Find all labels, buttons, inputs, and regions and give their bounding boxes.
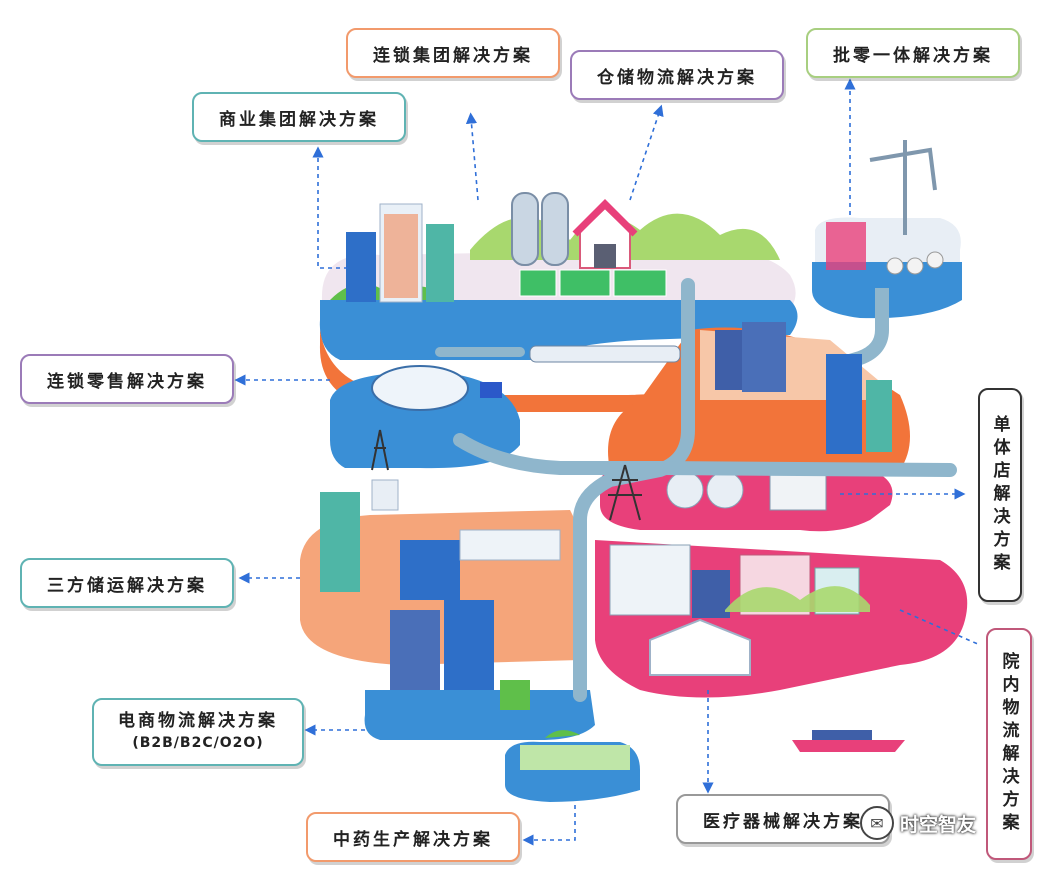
middle-platform <box>608 322 910 470</box>
label-warehouse-logistics: 仓储物流解决方案 <box>570 50 784 100</box>
ecommerce-platform <box>364 680 595 740</box>
label-tcm-production: 中药生产解决方案 <box>306 812 520 862</box>
peach-platform <box>300 479 580 700</box>
power-pylon <box>608 464 642 521</box>
train <box>529 345 681 363</box>
label-chain-group: 连锁集团解决方案 <box>346 28 560 78</box>
label-wholesale-retail: 批零一体解决方案 <box>806 28 1020 78</box>
label-medical-device: 医疗器械解决方案 <box>676 794 890 844</box>
label-third-party-storage: 三方储运解决方案 <box>20 558 234 608</box>
pink-platform <box>595 467 968 698</box>
grain-silos <box>511 192 569 266</box>
watermark: ✉ 时空智友 <box>860 806 976 840</box>
ecommerce-title: 电商物流解决方案 <box>118 711 278 732</box>
commercial-towers <box>346 203 454 303</box>
roads <box>435 278 957 702</box>
connectors <box>234 78 981 846</box>
barn <box>572 199 638 269</box>
ecommerce-subtitle: (B2B/B2C/O2O) <box>132 735 264 752</box>
label-commercial-group: 商业集团解决方案 <box>192 92 406 142</box>
left-pylon <box>371 429 389 471</box>
watermark-text: 时空智友 <box>900 813 977 836</box>
cargo-ship <box>792 730 905 752</box>
solar-panels <box>519 269 667 297</box>
label-hospital-logistics: 院内物流解决方案 <box>986 628 1032 860</box>
wechat-icon: ✉ <box>860 806 894 840</box>
label-single-store: 单体店解决方案 <box>978 388 1022 602</box>
label-ecommerce-logistics: 电商物流解决方案 (B2B/B2C/O2O) <box>92 698 304 766</box>
tcm-platform <box>505 730 640 802</box>
label-chain-retail: 连锁零售解决方案 <box>20 354 234 404</box>
